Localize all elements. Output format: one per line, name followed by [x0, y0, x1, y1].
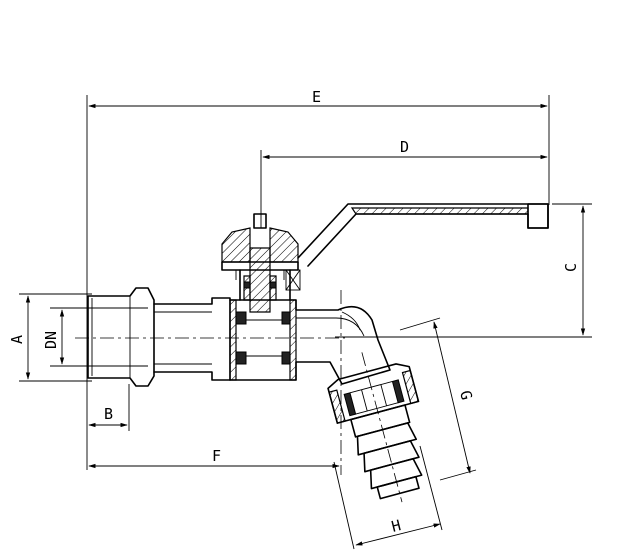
label-b: B	[104, 405, 113, 423]
valve-stem	[239, 247, 301, 313]
dimension-a: A	[8, 293, 92, 382]
lever-handle	[297, 203, 549, 267]
label-h: H	[390, 516, 403, 536]
dimension-f: F	[88, 290, 342, 475]
dimension-e: E	[86, 88, 550, 470]
inlet-connector	[87, 287, 155, 387]
dimension-h: H	[333, 445, 443, 550]
valve-body	[153, 297, 391, 385]
dimension-g: G	[399, 317, 477, 481]
dimension-c: C	[335, 203, 592, 338]
handle-nut	[221, 213, 299, 280]
label-g: G	[456, 389, 476, 402]
label-e: E	[312, 88, 321, 106]
outlet-nozzle	[327, 352, 423, 503]
dimension-b: B	[88, 384, 130, 431]
dimension-dn: DN	[42, 307, 92, 367]
dimension-d: D	[260, 138, 548, 228]
label-dn: DN	[42, 331, 60, 349]
label-c: C	[562, 263, 580, 272]
label-a: A	[8, 335, 26, 344]
label-f: F	[212, 447, 221, 465]
label-d: D	[400, 138, 409, 156]
